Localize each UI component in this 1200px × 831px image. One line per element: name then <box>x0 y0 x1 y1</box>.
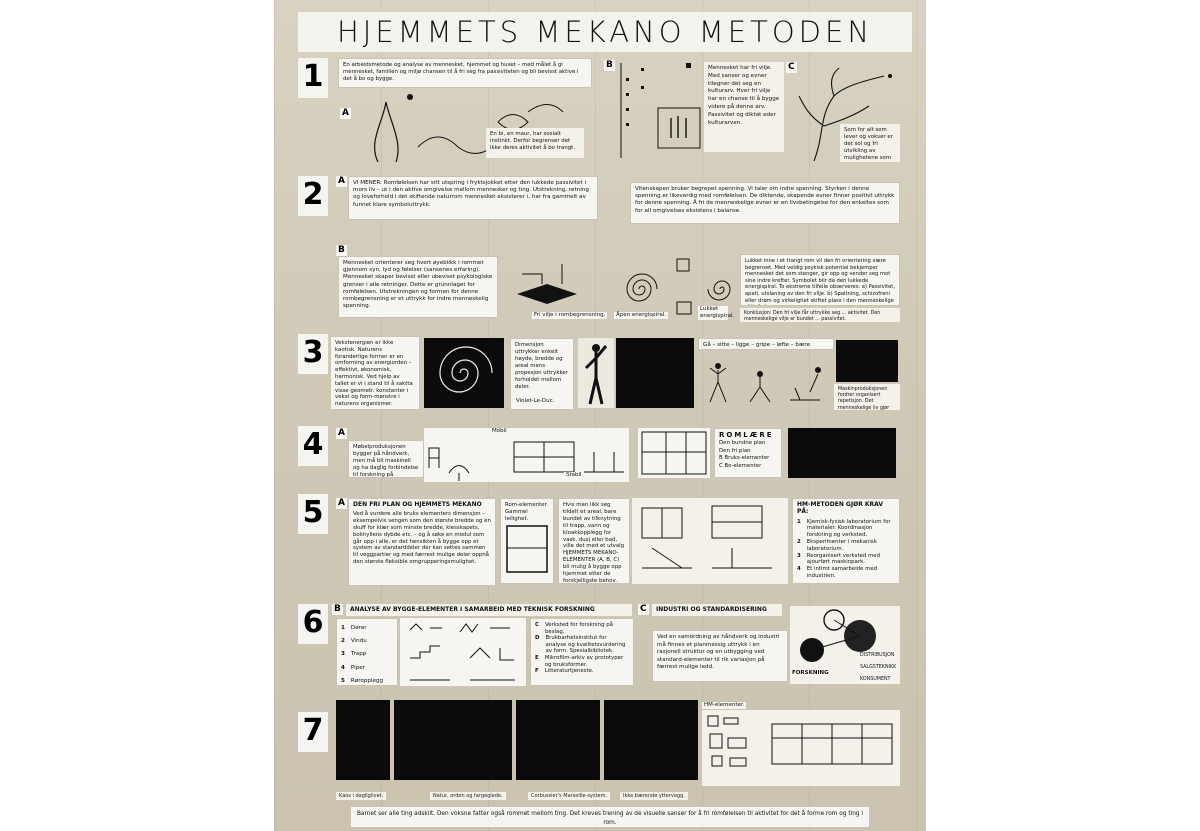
hm-elements-drawing <box>702 710 900 786</box>
label-konsument: KONSUMENT <box>858 676 893 683</box>
element-drawings <box>400 618 526 686</box>
s1-intro: En arbeidsmetode og analyse av mennesket… <box>338 58 592 88</box>
section-number-5: 5 <box>298 494 328 534</box>
s7-photo-1 <box>336 700 390 780</box>
s1-letter-a: A <box>340 108 351 119</box>
romlaere-c: C Bo-elementer <box>719 463 762 470</box>
s7-photo-3 <box>516 700 600 780</box>
s5-middle: Hvis man likk seg tildelt et areal, bare… <box>558 498 630 584</box>
section-number-1: 1 <box>298 58 328 98</box>
furniture-illustration <box>424 428 629 482</box>
s4-black-panel <box>788 428 896 478</box>
s7-photo-2 <box>394 700 512 780</box>
s6-c-heading: INDUSTRI OG STANDARDISERING <box>652 604 782 616</box>
s6-letter-b: B <box>332 604 343 615</box>
s5-text-card: DEN FRI PLAN OG HJEMMETS MEKANO Ved å vu… <box>348 498 496 586</box>
old-apartment-icon <box>506 525 548 573</box>
s2-letter-a: A <box>336 176 347 187</box>
s2-b-text: Mennesket orienterer seg hvert øyeblikk … <box>338 256 498 318</box>
poster: HJEMMETS MEKANO METODEN 1 En arbeidsmeto… <box>274 0 926 831</box>
machine-production-photo <box>836 340 898 382</box>
spiral-illustrations <box>517 258 731 315</box>
s1-letter-c: C <box>786 62 797 73</box>
s3-credit: Violet-Le-Duc. <box>514 398 557 405</box>
caption-open-spiral: Åpen energispiral. <box>614 312 669 319</box>
s3-text1: Vekstenergien er ikke kaotisk. Naturens … <box>330 336 420 410</box>
section-number-2: 2 <box>298 176 328 216</box>
poster-footer: Barnet ser alle ting adskilt. Den voksne… <box>350 806 870 828</box>
s2-letter-b: B <box>336 245 347 256</box>
modulor-man-icon <box>584 344 608 405</box>
romlaere-fri: Den fri plan <box>719 447 751 454</box>
s1-b-text: Mennesket har fri vilje. Med sanser og e… <box>704 62 784 152</box>
romlaere-box: ROMLÆRE Den bundne plan Den fri plan B B… <box>714 428 782 478</box>
s1-letter-b: B <box>604 60 615 71</box>
s5-letter-a: A <box>336 498 347 509</box>
poster-title: HJEMMETS MEKANO METODEN <box>298 12 912 52</box>
hm-heading: HM-METODEN GJØR KRAV PÅ: <box>797 501 884 515</box>
s7-photo-4 <box>604 700 698 780</box>
label-distribusjon: DISTRIBUSJON <box>858 652 897 659</box>
s5-text: Ved å vurdere alle bruks elementers dime… <box>353 510 491 566</box>
s4-letter-a: A <box>336 428 347 439</box>
section-number-6: 6 <box>298 604 328 644</box>
s3-movement: Gå – sitte – ligge – gripe – løfte – bær… <box>698 338 834 350</box>
section-number-3: 3 <box>298 334 328 374</box>
nautilus-shell-icon <box>439 346 493 393</box>
caption-nature: Natur, orden og fargeglede. <box>430 792 506 800</box>
label-forskning: FORSKNING <box>790 670 831 677</box>
label-salgsteknikk: SALGSTEKNIKK <box>858 664 899 671</box>
s2-a-right: Vitenskapen bruker begrepet spenning. Vi… <box>630 182 900 224</box>
rom-elementer-box: Rom-elementer. Gammel leilighet. <box>500 498 554 584</box>
s6-b-heading: ANALYSE AV BYGGE-ELEMENTER I SAMARBEID M… <box>346 604 632 616</box>
rom-elementer-caption: Rom-elementer. Gammel leilighet. <box>505 502 548 522</box>
label-hm-elements: HM-elementer. <box>702 702 747 709</box>
construction-drawings <box>632 498 788 584</box>
caption-wall: Ikke bærende yttervegg. <box>620 792 688 800</box>
s1-a-caption: En bi, en maur, har sosialt instinkt. De… <box>486 128 584 158</box>
tree-illustration <box>798 67 892 162</box>
section-number-7: 7 <box>298 712 328 752</box>
nautilus-photo <box>424 338 504 408</box>
s6-c-text: Ved en samordning av håndverk og industr… <box>652 630 788 682</box>
book-spread-photo <box>616 338 694 408</box>
s2-a-text: VI MENER: Romfølelsen har sitt utspring … <box>348 176 598 220</box>
romlaere-heading: ROMLÆRE <box>719 431 774 439</box>
caption-chaos: Kaos i dagliglivet. <box>336 792 387 800</box>
s2-b-right: Lukket inne i et trangt rom vil den fri … <box>740 254 900 306</box>
s4-text: Møbelproduksjonen bygger på håndverk, me… <box>348 440 424 478</box>
s1-c-caption: Som for alt som lever og vokser er det s… <box>840 124 900 162</box>
romlaere-b: B Bruks-elementer <box>719 455 770 462</box>
floor-plan-illustration <box>638 428 710 478</box>
caption-corbusier: Corbussier's Marseille-system. <box>528 792 611 800</box>
s2-b-conclusion: Konklusjon: Den fri vilje får uttrykke s… <box>740 308 900 322</box>
s5-heading: DEN FRI PLAN OG HJEMMETS MEKANO <box>353 501 482 508</box>
figures-illustration <box>620 63 701 158</box>
movement-figures <box>709 363 821 403</box>
label-mobil: Mobil <box>490 428 509 435</box>
caption-closed-spiral: Lukket energispiral. <box>698 306 735 320</box>
section-number-4: 4 <box>298 426 328 466</box>
s3-caption: Maskinproduksjonen fordrer organisert re… <box>834 384 900 410</box>
romlaere-bundet: Den bundne plan <box>719 439 766 446</box>
caption-free-will: Fri vilje i rombegrensning. <box>532 312 608 319</box>
s6-letter-c: C <box>638 604 649 615</box>
label-stabil: Stabil <box>564 472 584 479</box>
